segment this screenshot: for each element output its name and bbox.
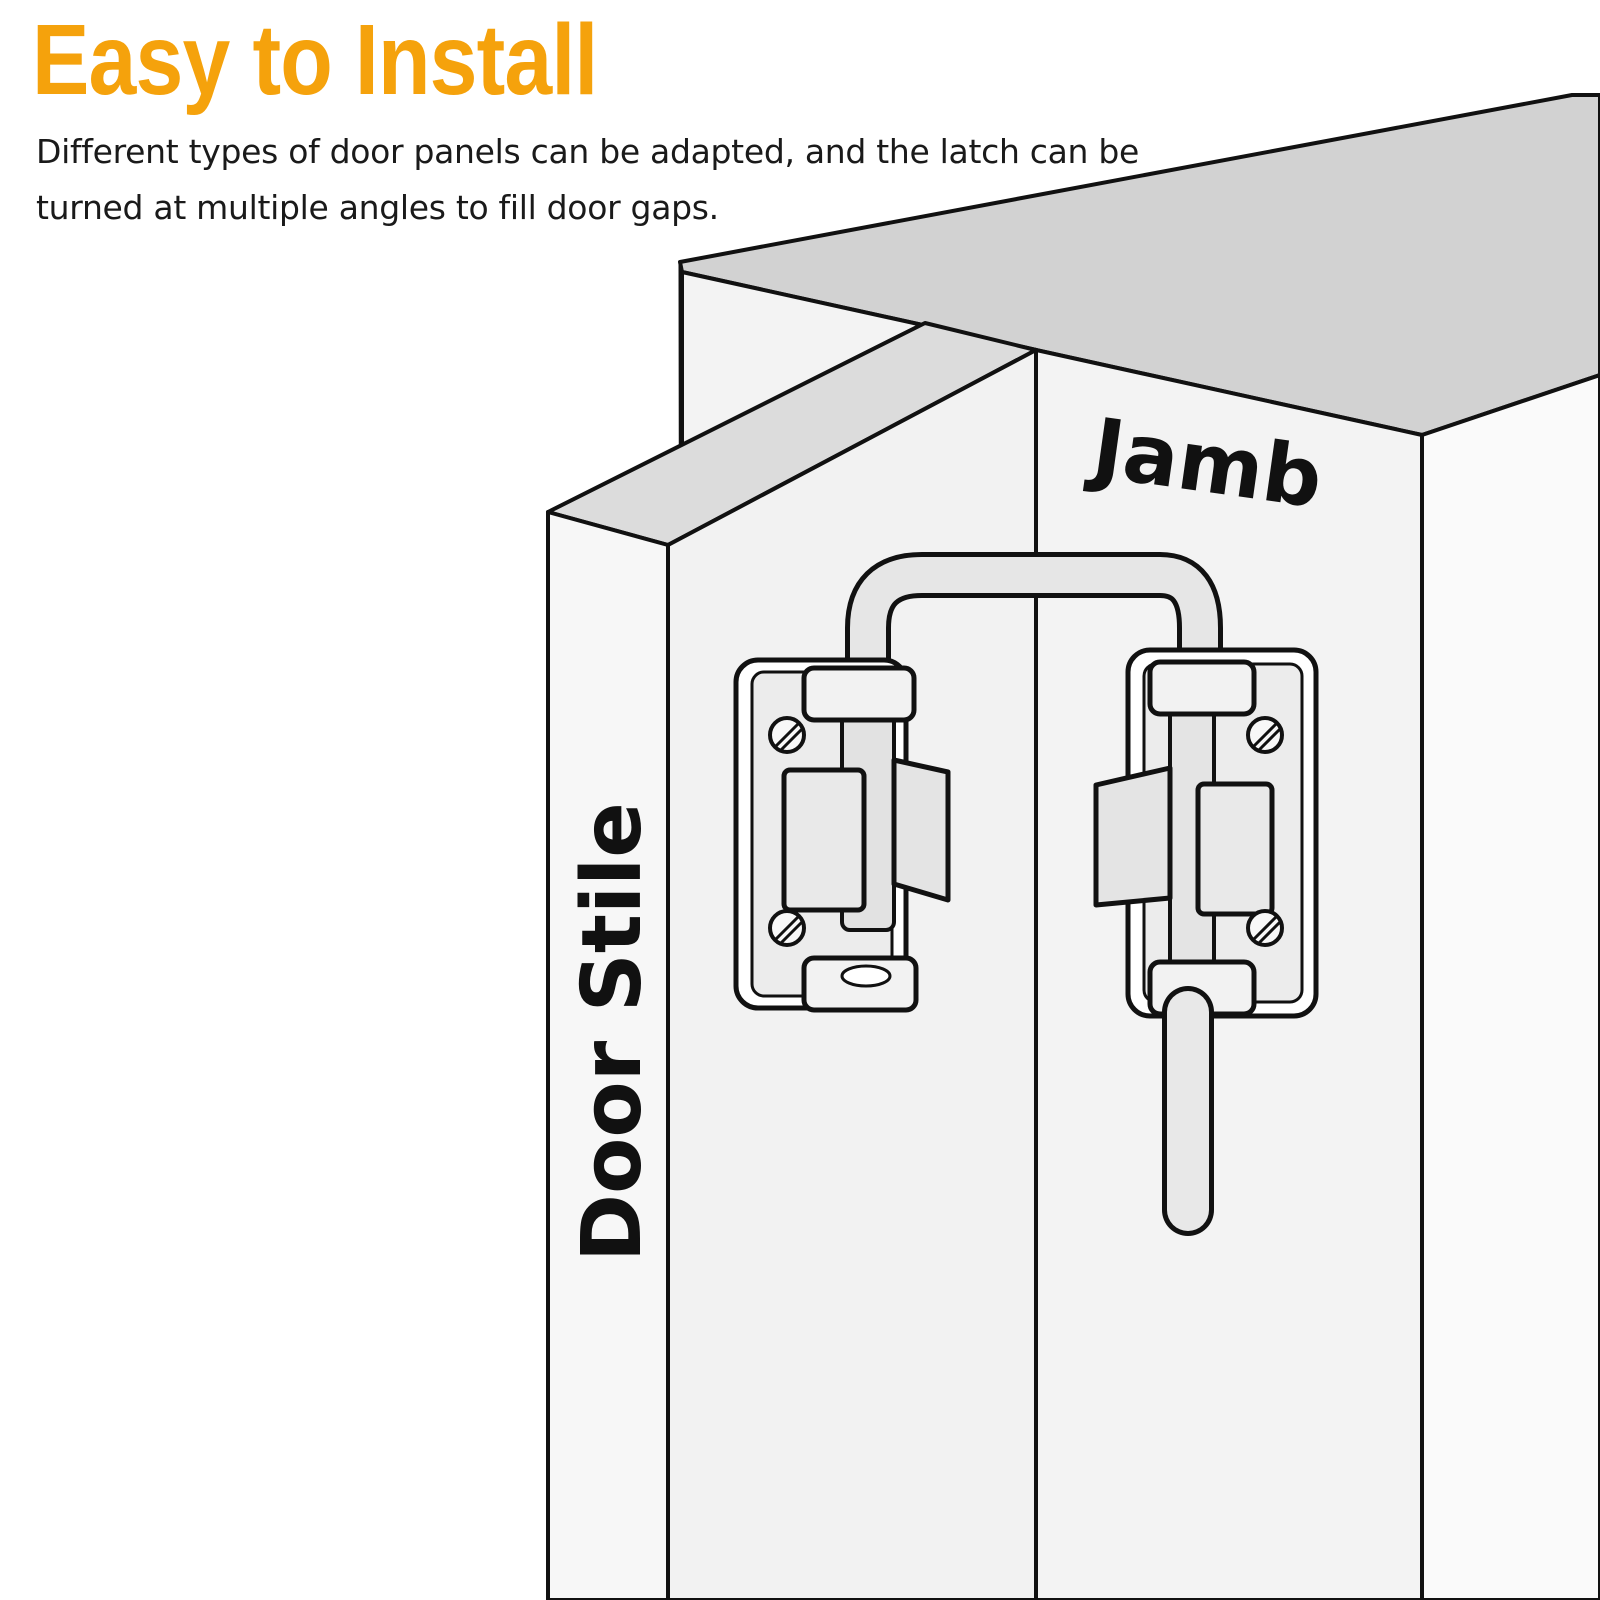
page-title: Easy to Install: [32, 4, 598, 116]
left-latch-bracket: [733, 657, 951, 1013]
door-stile-front-face: [546, 510, 670, 1600]
jamb-side-face: [1420, 373, 1600, 1600]
right-latch-bracket: [1093, 647, 1319, 1019]
sliding-door-loop-latch: [733, 552, 1319, 1236]
page-description: Different types of door panels can be ad…: [36, 132, 1139, 227]
door-stile-label: Door Stile: [565, 802, 660, 1262]
